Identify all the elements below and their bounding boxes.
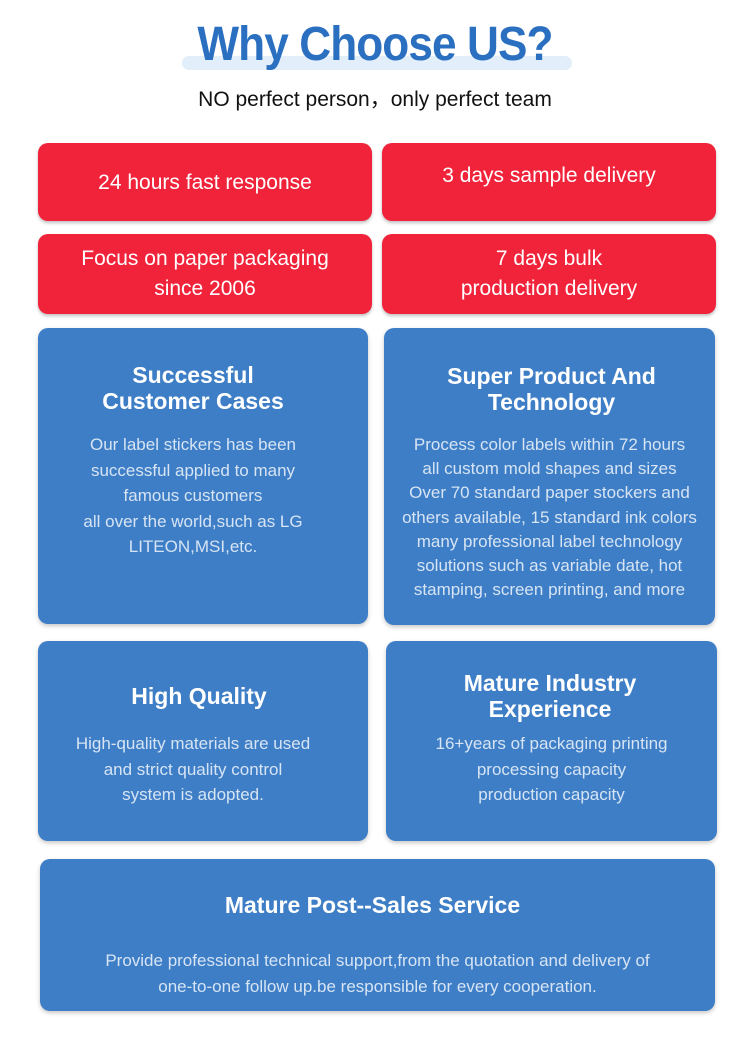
- page-subtitle: NO perfect person，only perfect team: [198, 88, 552, 111]
- page-title: Why Choose US?: [197, 18, 553, 71]
- highlight-sample-delivery: 3 days sample delivery: [382, 143, 716, 221]
- feature-text-line: all custom mold shapes and sizes: [422, 459, 677, 479]
- feature-title: Successful: [132, 362, 254, 388]
- feature-title: Mature Post--Sales Service: [224, 892, 521, 918]
- feature-text-line: solutions such as variable date, hot: [416, 556, 683, 576]
- feature-title: Experience: [488, 696, 612, 722]
- feature-title: Mature Industry: [463, 670, 637, 696]
- feature-text-line: LITEON,MSI,etc.: [128, 537, 258, 556]
- feature-title: Super Product And: [447, 363, 656, 389]
- feature-text-line: processing capacity: [476, 759, 627, 779]
- highlight-fast-response: 24 hours fast response: [38, 143, 372, 221]
- feature-industry-experience: Mature Industry Experience 16+years of p…: [386, 641, 717, 841]
- highlight-line: since 2006: [154, 277, 256, 300]
- feature-title: Customer Cases: [102, 388, 284, 414]
- highlight-line: Focus on paper packaging: [81, 247, 329, 270]
- feature-text-line: system is adopted.: [122, 785, 264, 804]
- feature-title: High Quality: [131, 683, 267, 709]
- highlight-line: production delivery: [460, 277, 638, 300]
- feature-text-line: High-quality materials are used: [75, 734, 311, 753]
- highlight-text: 3 days sample delivery: [442, 164, 656, 187]
- highlight-text: 24 hours fast response: [98, 171, 312, 194]
- feature-title: Technology: [487, 389, 616, 415]
- feature-text-line: 16+years of packaging printing: [435, 734, 668, 753]
- feature-text-line: stamping, screen printing, and more: [413, 580, 686, 600]
- header: Why Choose US?: [0, 14, 750, 76]
- feature-text-line: Process color labels within 72 hours: [413, 435, 686, 454]
- feature-product-technology: Super Product And Technology Process col…: [384, 328, 715, 625]
- feature-post-sales-service: Mature Post--Sales Service Provide profe…: [40, 859, 715, 1011]
- highlight-paper-packaging: Focus on paper packaging since 2006: [38, 234, 372, 314]
- feature-text-line: Over 70 standard paper stockers and: [409, 483, 690, 503]
- feature-text-line: and strict quality control: [103, 759, 283, 779]
- feature-text-line: successful applied to many: [90, 460, 296, 480]
- feature-text-line: one-to-one follow up.be responsible for …: [158, 976, 597, 996]
- feature-text-line: Our label stickers has been: [90, 435, 296, 454]
- title-underline: [182, 56, 572, 70]
- highlight-bulk-delivery: 7 days bulk production delivery: [382, 234, 716, 314]
- highlight-line: 7 days bulk: [495, 247, 603, 270]
- feature-customer-cases: Successful Customer Cases Our label stic…: [38, 328, 368, 624]
- feature-text-line: production capacity: [478, 785, 625, 804]
- feature-text-line: famous customers: [123, 486, 263, 505]
- feature-high-quality: High Quality High-quality materials are …: [38, 641, 368, 841]
- feature-text-line: many professional label technology: [416, 531, 683, 551]
- feature-text-line: all over the world,such as LG: [83, 511, 303, 531]
- feature-text-line: others available, 15 standard ink colors: [402, 507, 697, 527]
- feature-text-line: Provide professional technical support,f…: [105, 951, 650, 970]
